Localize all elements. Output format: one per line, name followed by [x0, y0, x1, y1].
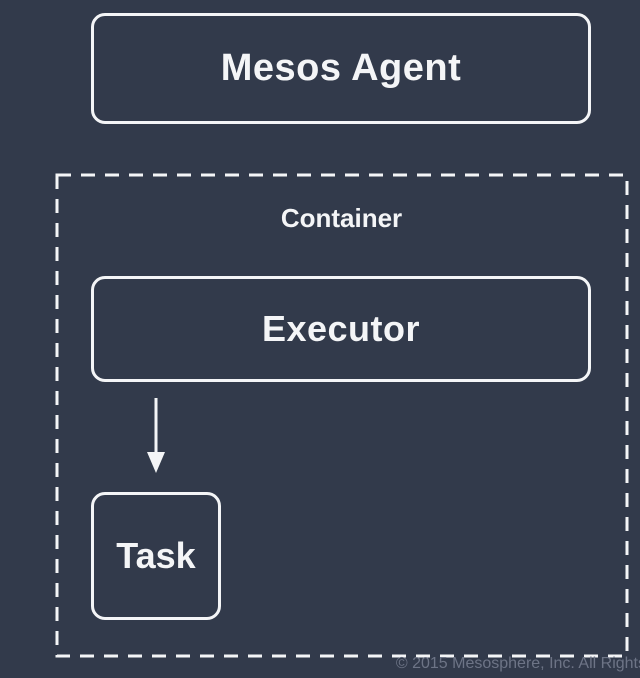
copyright-watermark: © 2015 Mesosphere, Inc. All Rights: [395, 655, 640, 672]
task-box: Task: [91, 492, 221, 620]
arrow-head-icon: [147, 452, 165, 473]
executor-label: Executor: [261, 308, 421, 349]
task-label: Task: [116, 535, 196, 576]
executor-box: Executor: [91, 276, 591, 382]
mesos-agent-label: Mesos Agent: [220, 47, 462, 89]
container-dashed-border: [55, 173, 629, 658]
mesos-agent-box: Mesos Agent: [91, 13, 591, 124]
container-label: Container: [280, 203, 403, 233]
